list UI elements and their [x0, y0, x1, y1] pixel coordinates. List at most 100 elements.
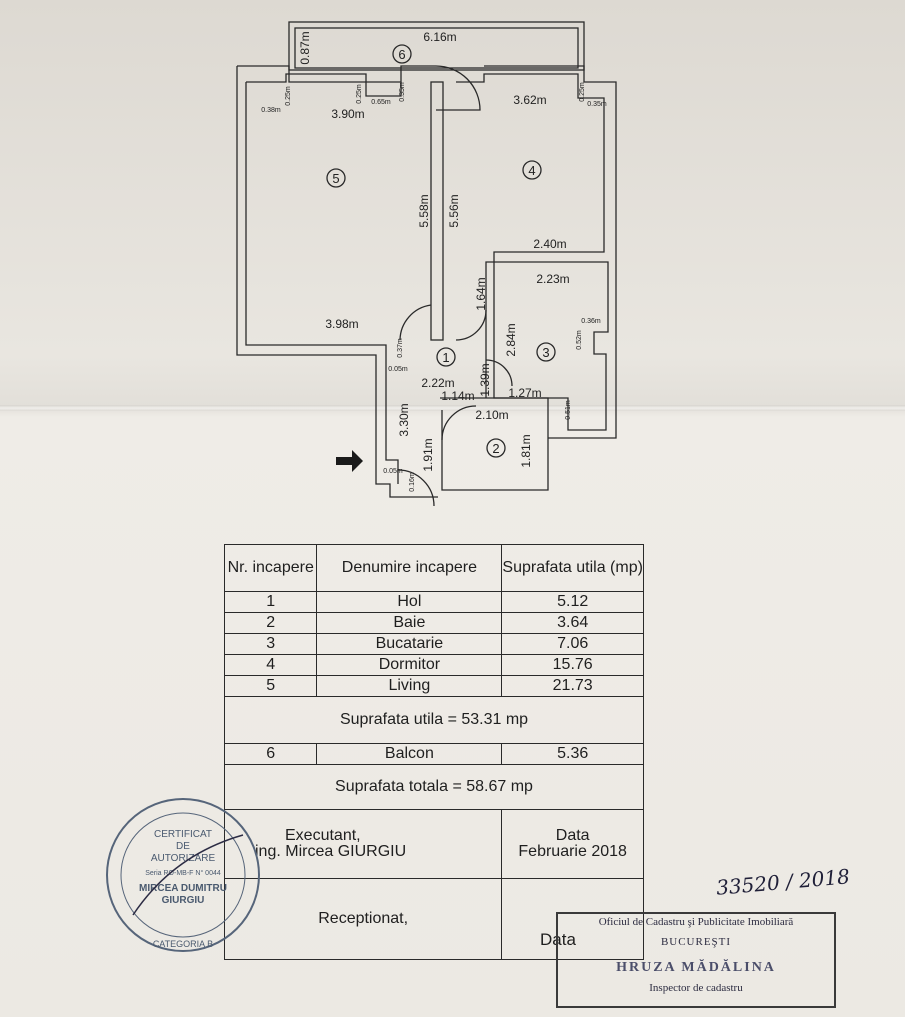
- dim-kitchen-wall: 2.40m: [533, 237, 566, 251]
- data-value: Februarie 2018: [518, 843, 627, 860]
- balcon-row: 6 Balcon 5.36: [223, 743, 644, 765]
- row-area: 7.06: [501, 633, 644, 655]
- seal-signature: [132, 834, 244, 916]
- table-row: 3 Bucatarie 7.06: [223, 633, 644, 655]
- row-area: 3.64: [501, 612, 644, 634]
- dim-kitchen-side: 2.84m: [504, 323, 518, 356]
- dim-small-051: 0.51m: [565, 400, 572, 420]
- room-circle-4: [522, 160, 542, 180]
- cadastre-stamp-line-3: HRUZA MĂDĂLINA: [616, 960, 776, 975]
- table-header-row: Nr. incapere Denumire incapere Suprafata…: [223, 544, 644, 592]
- dim-small-036: 0.36m: [581, 318, 601, 325]
- door-arc-entry: [397, 469, 435, 507]
- dim-dormitor-height: 5.56m: [447, 194, 461, 227]
- table-row: 5 Living 21.73: [223, 675, 644, 697]
- dim-hall-upper: 1.64m: [474, 277, 488, 310]
- dim-small-052: 0.52m: [576, 330, 583, 350]
- balcon-name: Balcon: [316, 743, 503, 765]
- balcon-area: 5.36: [501, 743, 644, 765]
- row-nr: 1: [223, 591, 318, 613]
- room-number-3: 3: [542, 345, 549, 360]
- totala-row: Suprafata totala = 58.67 mp: [224, 764, 644, 810]
- entry-arrow-icon: [336, 450, 363, 472]
- living-window-wall: [246, 73, 402, 97]
- dim-balcony-depth: 0.87m: [298, 31, 312, 64]
- dim-small-025a: 0.25m: [285, 86, 292, 106]
- living-inner-wall: [245, 82, 387, 440]
- dim-living-top: 3.90m: [331, 107, 364, 121]
- floor-plan: 6 5 4 3 1 2 6.16m 0.87m 3.90m 3.62m 5.58…: [236, 21, 617, 507]
- room-number-6: 6: [398, 47, 405, 62]
- dim-hall-right: 1.39m: [478, 363, 492, 396]
- balcony-inner: [294, 27, 579, 69]
- header-area: Suprafata utila (mp): [501, 544, 644, 592]
- totala-total: Suprafata totala = 58.67 mp: [224, 764, 644, 810]
- data-cell-empty: [501, 878, 644, 960]
- dim-bath-width: 2.10m: [475, 408, 508, 422]
- cadastre-stamp: Oficiul de Cadastru şi Publicitate Imobi…: [556, 912, 836, 1008]
- bath-wall: [440, 397, 549, 491]
- data-cell: Data Februarie 2018: [501, 809, 644, 879]
- row-name: Baie: [316, 612, 503, 634]
- dim-bath-height: 1.81m: [519, 434, 533, 467]
- row-nr: 5: [223, 675, 318, 697]
- seal-line-4: Seria RO-MB-F N° 0044: [145, 869, 221, 877]
- header-name: Denumire incapere: [316, 544, 503, 592]
- seal-line-3: AUTORIZARE: [151, 853, 216, 864]
- door-arc-living: [399, 304, 432, 341]
- paper-fold: [0, 405, 905, 411]
- dim-small-005a: 0.05m: [388, 366, 408, 373]
- dim-hall-width: 2.22m: [421, 376, 454, 390]
- utila-total: Suprafata utila = 53.31 mp: [224, 696, 644, 744]
- row-name: Living: [316, 675, 503, 697]
- room-number-2: 2: [492, 441, 499, 456]
- seal-line-5: MIRCEA DUMITRU: [139, 883, 227, 894]
- room-number-1: 1: [442, 350, 449, 365]
- dim-small-035b: 0.35m: [587, 101, 607, 108]
- dormitor-wall: [456, 73, 605, 280]
- room-number-4: 4: [528, 163, 535, 178]
- table-row: 1 Hol 5.12: [223, 591, 644, 613]
- seal-line-2: DE: [176, 841, 190, 852]
- engineer-seal: CERTIFICAT DE AUTORIZARE Seria RO-MB-F N…: [106, 798, 260, 952]
- room-number-5: 5: [332, 171, 339, 186]
- dim-small-037: 0.37m: [397, 338, 404, 358]
- cadastre-stamp-line-1: Oficiul de Cadastru şi Publicitate Imobi…: [598, 916, 794, 928]
- row-nr: 3: [223, 633, 318, 655]
- dim-living-bottom: 3.98m: [325, 317, 358, 331]
- table-row: 4 Dormitor 15.76: [223, 654, 644, 676]
- row-area: 15.76: [501, 654, 644, 676]
- door-arc-balcony: [435, 65, 481, 111]
- room-circle-6: [392, 44, 412, 64]
- utila-total-row: Suprafata utila = 53.31 mp: [224, 696, 644, 744]
- dim-small-005b: 0.05m: [383, 468, 403, 475]
- room-circle-3: [536, 342, 556, 362]
- row-name: Hol: [316, 591, 503, 613]
- outer-wall-left: [236, 66, 438, 498]
- seal-line-6: GIURGIU: [162, 895, 205, 906]
- receptionat: Receptionat,: [223, 878, 503, 960]
- entry-wall: [385, 440, 399, 484]
- dim-bath-top-right: 1.27m: [508, 386, 541, 400]
- executant-cell: Executant, ing. Mircea GIURGIU: [223, 809, 503, 879]
- dim-hall-depth: 3.30m: [397, 403, 411, 436]
- executant-label: Executant,: [285, 827, 361, 844]
- dim-small-025c: 0.25m: [579, 82, 586, 102]
- dim-small-038: 0.38m: [261, 107, 281, 114]
- row-nr: 2: [223, 612, 318, 634]
- partition-wall: [430, 81, 444, 341]
- row-area: 5.12: [501, 591, 644, 613]
- dim-balcony-width: 6.16m: [423, 30, 456, 44]
- dim-kitchen-top: 2.23m: [536, 272, 569, 286]
- cadastre-stamp-line-2: BUCUREŞTI: [660, 936, 732, 948]
- dim-entry-depth: 1.91m: [421, 438, 435, 471]
- dim-small-025b: 0.25m: [356, 84, 363, 104]
- dim-dormitor-top: 3.62m: [513, 93, 546, 107]
- executant-name: ing. Mircea GIURGIU: [255, 843, 407, 860]
- balcon-nr: 6: [223, 743, 318, 765]
- door-arc-dormitor: [455, 309, 487, 341]
- data-label: Data: [555, 827, 590, 844]
- seal-line-1: CERTIFICAT: [154, 829, 212, 840]
- door-arc-kitchen: [485, 359, 513, 387]
- row-name: Dormitor: [316, 654, 503, 676]
